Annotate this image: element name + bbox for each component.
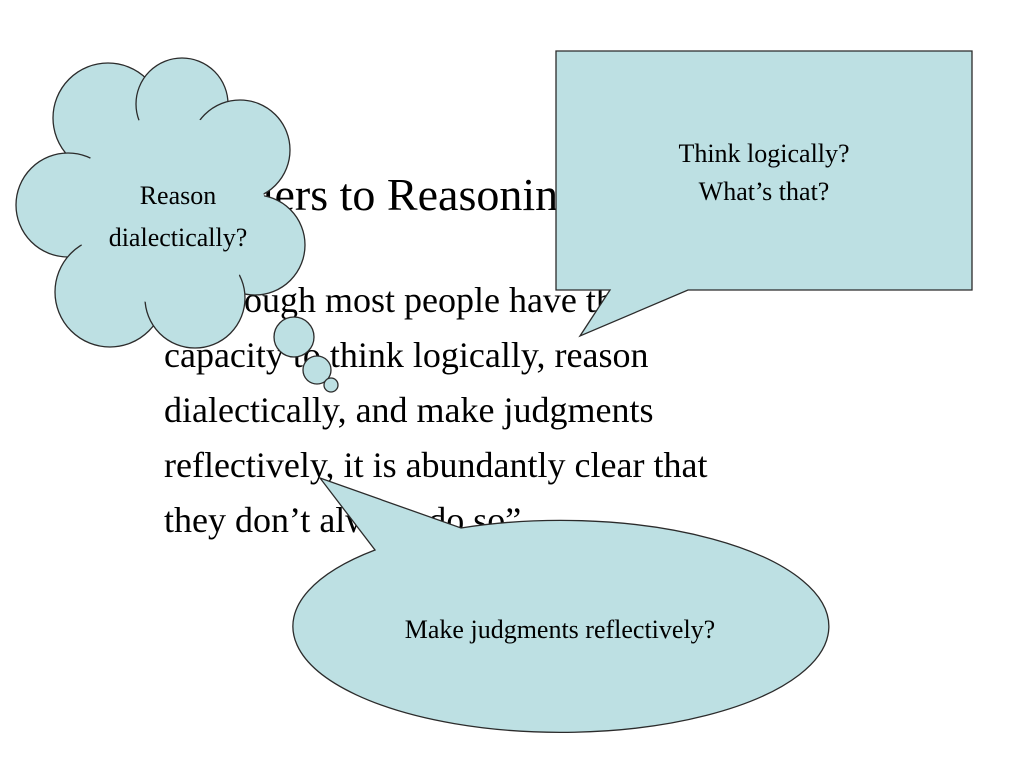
thought-cloud — [15, 57, 339, 393]
body-text-line-3: dialectically, and make judgments — [164, 390, 654, 430]
body-text-line-2: capacity to think logically, reason — [164, 335, 649, 375]
oval-callout-text: Make judgments reflectively? — [404, 615, 716, 644]
rectangular-callout — [555, 50, 973, 338]
thought-cloud-line-2: dialectically? — [108, 223, 248, 252]
callout-rect-line-2: What’s that? — [698, 177, 830, 206]
oval-callout — [292, 476, 830, 734]
callout-rect-line-1: Think logically? — [678, 139, 850, 168]
body-text-line-4: reflectively, it is abundantly clear tha… — [164, 445, 708, 485]
thought-cloud-line-1: Reason — [139, 181, 217, 210]
